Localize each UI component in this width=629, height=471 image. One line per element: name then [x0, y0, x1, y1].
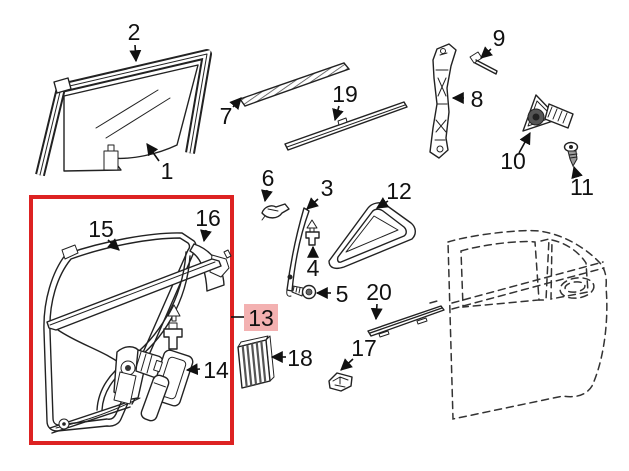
part-1-door-glass	[63, 64, 199, 172]
part-8-guide-rail	[429, 43, 457, 159]
part-18-vent-pad	[237, 335, 275, 389]
part-6-clip	[261, 203, 290, 221]
callout-20[interactable]: 20	[366, 279, 392, 321]
svg-text:9: 9	[493, 25, 506, 51]
callout-13-badge[interactable]	[244, 304, 278, 331]
part-10-window-motor	[522, 94, 574, 132]
part-3-pillar-cover-strip	[286, 207, 310, 297]
callout-1[interactable]: 1	[146, 143, 174, 184]
svg-text:6: 6	[262, 165, 275, 191]
callout-5[interactable]: 5	[315, 281, 349, 307]
callout-9[interactable]: 9	[480, 25, 506, 59]
svg-text:15: 15	[88, 216, 114, 242]
callout-17[interactable]: 17	[340, 335, 377, 371]
callout-7[interactable]: 7	[220, 97, 242, 129]
svg-text:19: 19	[332, 81, 358, 107]
svg-text:18: 18	[287, 345, 313, 371]
svg-text:5: 5	[336, 281, 349, 307]
part-5-screw	[291, 284, 317, 300]
svg-text:10: 10	[500, 148, 526, 174]
part-19-inner-belt-strip	[284, 101, 408, 151]
callout-14[interactable]: 14	[185, 357, 229, 383]
callout-10[interactable]: 10	[500, 131, 531, 174]
svg-text:12: 12	[386, 178, 412, 204]
svg-text:7: 7	[220, 103, 233, 129]
callout-15[interactable]: 15	[88, 216, 120, 251]
svg-text:16: 16	[195, 205, 221, 231]
callout-3[interactable]: 3	[306, 175, 334, 210]
door-outline-reference	[429, 229, 608, 420]
callout-8[interactable]: 8	[451, 86, 484, 112]
callout-12[interactable]: 12	[375, 178, 412, 209]
part-7-outer-belt-molding	[238, 62, 351, 107]
svg-text:14: 14	[203, 357, 229, 383]
svg-text:20: 20	[366, 279, 392, 305]
svg-text:1: 1	[161, 158, 174, 184]
part-12-quarter-window-seal	[328, 202, 416, 270]
part-11-screw	[563, 141, 579, 168]
svg-text:11: 11	[570, 174, 594, 200]
door-handle	[559, 277, 595, 299]
callout-11[interactable]: 11	[570, 165, 594, 200]
part-14-door-lock-actuator	[140, 349, 194, 422]
callout-19[interactable]: 19	[332, 81, 358, 122]
callout-2[interactable]: 2	[128, 19, 142, 63]
part-4-grommet-clip	[305, 219, 320, 246]
regulator-rail-and-cables	[46, 251, 222, 434]
callout-16[interactable]: 16	[195, 205, 221, 243]
part-20-sill-strip	[367, 305, 445, 338]
svg-text:4: 4	[307, 255, 320, 281]
callout-6[interactable]: 6	[261, 165, 275, 203]
callout-4[interactable]: 4	[307, 245, 320, 281]
callout-13-highlighted[interactable]: 13	[231, 304, 278, 331]
svg-text:3: 3	[321, 175, 334, 201]
part-17-retainer-clip	[328, 372, 353, 392]
svg-text:17: 17	[351, 335, 377, 361]
callout-18[interactable]: 18	[270, 345, 313, 371]
svg-text:2: 2	[128, 19, 141, 45]
svg-text:13: 13	[248, 305, 274, 331]
selected-part-highlight-box	[29, 195, 234, 445]
svg-text:8: 8	[471, 86, 484, 112]
part-2-glass-run-seal	[35, 49, 212, 177]
